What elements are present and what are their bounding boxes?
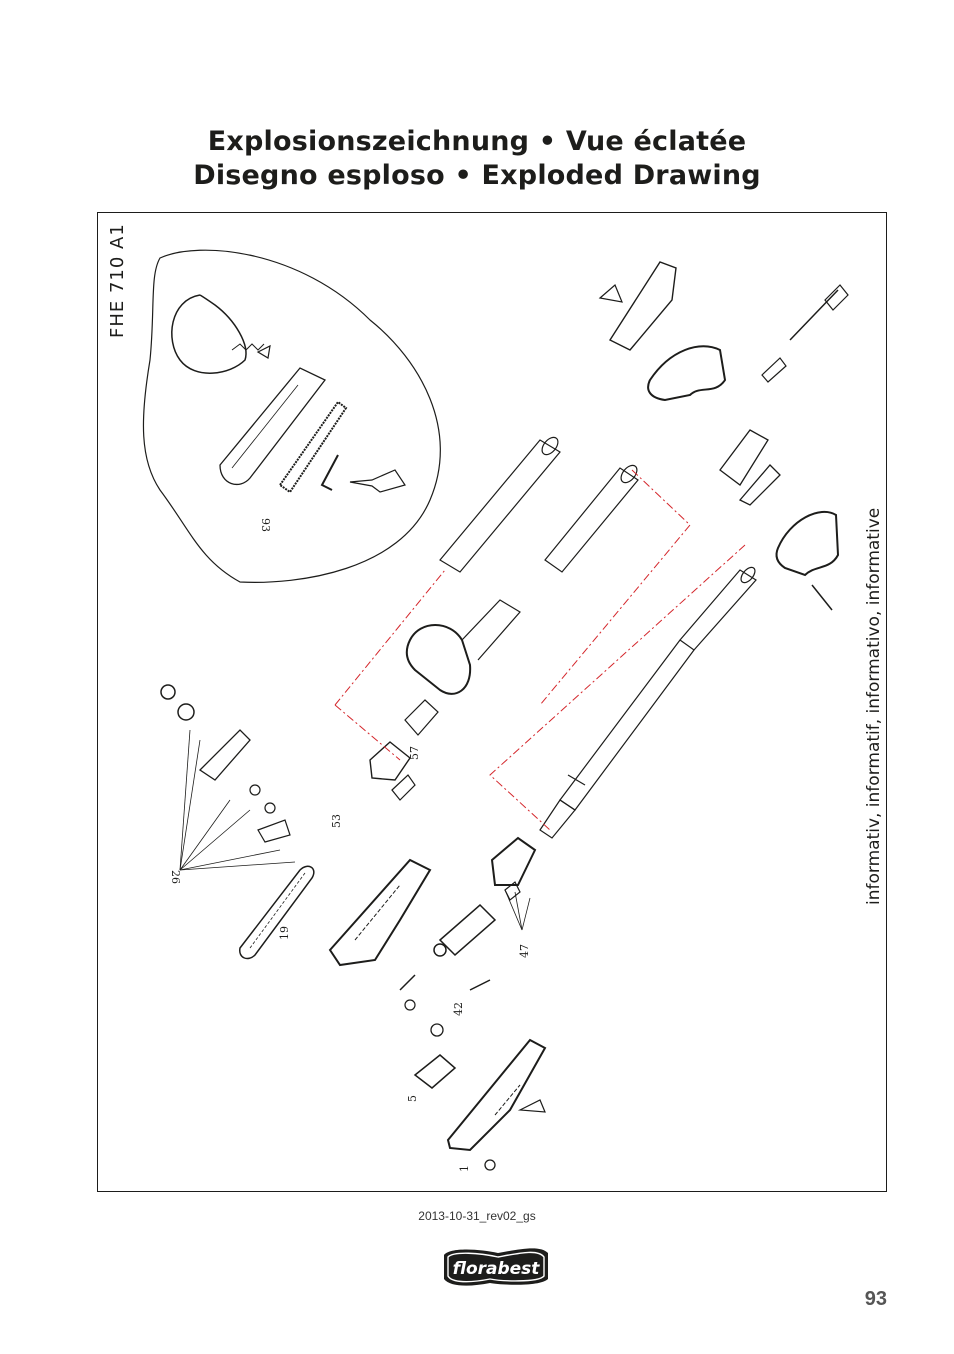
- oil-bottle: [349, 469, 406, 493]
- coiled-cord: [171, 294, 247, 374]
- bar-cover: [219, 367, 327, 486]
- page-title-line-2: Disegno esploso • Exploded Drawing: [193, 160, 761, 191]
- florabest-logo: florabest: [444, 1248, 548, 1286]
- gear-housing: [328, 858, 432, 967]
- part-label-57: 57: [408, 746, 421, 760]
- motor-housing: [490, 836, 537, 886]
- accessory-outline: [142, 249, 441, 583]
- chain: [278, 400, 348, 494]
- page-number: 93: [864, 1288, 887, 1310]
- part-label-19: 19: [278, 926, 291, 940]
- part-label-42: 42: [452, 1002, 465, 1016]
- part-label-47: 47: [518, 944, 531, 958]
- part-label-1: 1: [458, 1165, 471, 1172]
- drawing-frame: [97, 212, 887, 1192]
- model-number: FHE 710 A1: [107, 223, 128, 338]
- handle-shell: [647, 345, 727, 402]
- knob-26: [160, 684, 176, 700]
- clamp-57: [369, 741, 411, 781]
- logo-wordmark: florabest: [453, 1259, 541, 1279]
- bottom-housing: [446, 1038, 547, 1152]
- switch-housing: [719, 429, 769, 486]
- motor-cover: [413, 1054, 457, 1089]
- page-title-line-1: Explosionszeichnung • Vue éclatée: [207, 126, 747, 157]
- armature: [438, 903, 497, 957]
- guide-bar: [239, 865, 315, 960]
- allen-key: [320, 454, 339, 491]
- extension-tube-middle: [544, 464, 639, 573]
- extension-tube-upper: [439, 436, 561, 573]
- part-label-93: 93: [259, 518, 272, 532]
- part-label-53: 53: [330, 814, 343, 828]
- revision-stamp: 2013-10-31_rev02_gs: [418, 1209, 536, 1223]
- front-grip: [775, 510, 840, 577]
- informative-note: informativ, informatif, informativo, inf…: [864, 507, 884, 905]
- part-label-26: 26: [169, 870, 182, 884]
- loop-handle: [405, 624, 472, 695]
- rear-handle: [608, 261, 677, 351]
- extension-tube-lower: [539, 566, 757, 839]
- part-label-5: 5: [406, 1095, 419, 1102]
